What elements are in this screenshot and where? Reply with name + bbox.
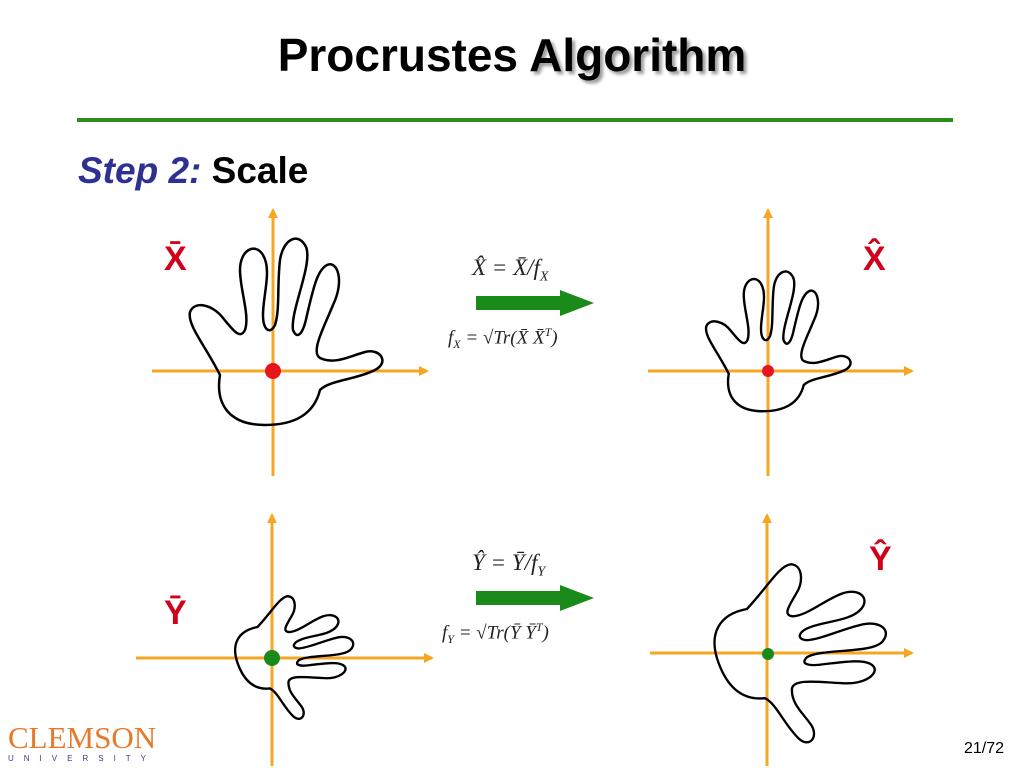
page-title: Procrustes Algorithm xyxy=(0,28,1024,82)
title-divider xyxy=(77,118,953,122)
equation-x-sub: fX = √Tr(X̄ X̄T) xyxy=(448,325,558,352)
title-part1: Procrustes xyxy=(277,29,519,81)
label-y-bar: Ȳ xyxy=(164,594,187,632)
plot-y-hat xyxy=(650,513,914,766)
transform-arrow-y xyxy=(476,585,594,611)
title-part2: Algorithm xyxy=(529,29,747,81)
step-text: Scale xyxy=(211,150,309,191)
step-label: Step 2: xyxy=(78,150,202,191)
hand-x-bar xyxy=(188,237,384,427)
centroid-dot-y-hat xyxy=(762,648,774,660)
equation-y-sub: fY = √Tr(Ȳ ȲT) xyxy=(442,620,549,647)
label-x-hat: X̂ xyxy=(863,240,886,278)
logo-sub: UNIVERSITY xyxy=(8,754,157,763)
label-y-hat: Ŷ xyxy=(869,540,892,578)
equation-y-main: Ŷ = Ȳ/fY xyxy=(472,550,546,580)
equation-x-main: X̂ = X̄/fX xyxy=(472,255,549,285)
plot-x-hat xyxy=(648,208,914,476)
centroid-dot-y xyxy=(264,650,280,666)
plot-x-bar xyxy=(152,208,429,476)
transform-arrow-x xyxy=(476,290,594,316)
hand-y-bar xyxy=(220,579,373,734)
slide-number: 21/72 xyxy=(963,740,1004,757)
hand-x-hat xyxy=(704,270,852,413)
centroid-dot-x xyxy=(265,363,281,379)
step-heading: Step 2: Scale xyxy=(78,150,308,192)
centroid-dot-x-hat xyxy=(762,365,774,377)
plot-y-bar xyxy=(136,513,434,766)
label-x-bar: X̄ xyxy=(164,240,187,278)
clemson-logo: CLEMSON UNIVERSITY xyxy=(8,722,156,763)
logo-name: CLEMSON xyxy=(8,720,157,755)
